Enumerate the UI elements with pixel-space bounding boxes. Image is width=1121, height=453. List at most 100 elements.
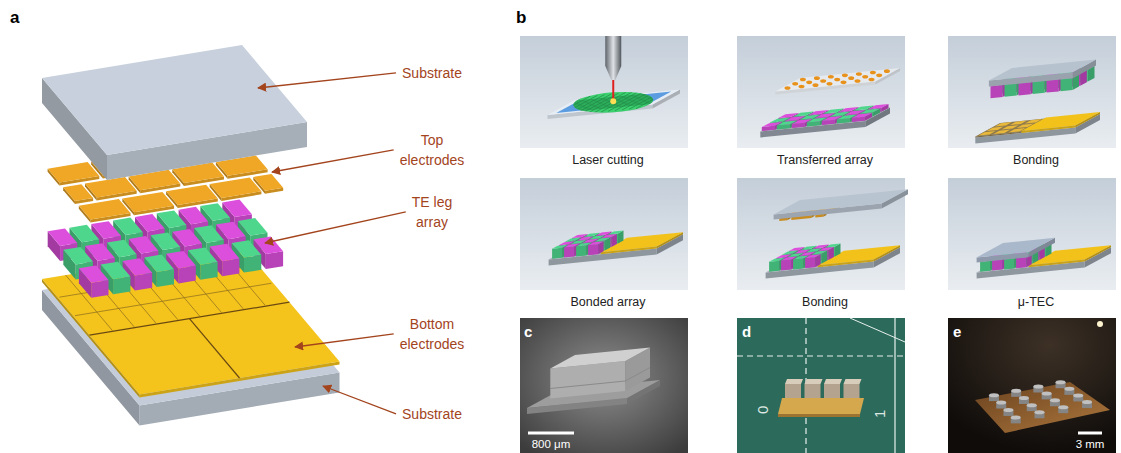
laser-beam bbox=[612, 80, 614, 101]
top-substrate bbox=[977, 238, 1055, 258]
pellet-top bbox=[1034, 410, 1044, 414]
te-leg-dot bbox=[848, 76, 854, 80]
te-leg bbox=[179, 266, 196, 284]
panel-letter: e bbox=[953, 321, 961, 343]
te-leg-dot bbox=[798, 85, 804, 89]
photo-background bbox=[948, 318, 1116, 453]
te-leg bbox=[588, 244, 598, 255]
step-panel: Transferred array bbox=[737, 36, 913, 171]
sem-device bbox=[550, 348, 650, 369]
mat-line bbox=[737, 355, 905, 356]
electrode-pad bbox=[993, 130, 1010, 134]
step-panel: Bonded array bbox=[520, 178, 696, 313]
leader-arrow bbox=[265, 212, 406, 243]
te-leg bbox=[608, 230, 624, 234]
electrode-pad bbox=[978, 131, 995, 135]
scale-bar bbox=[528, 432, 574, 435]
sem-layer-line bbox=[550, 381, 625, 389]
te-module bbox=[805, 384, 821, 398]
sem-background bbox=[520, 318, 688, 453]
leader-arrow bbox=[272, 150, 394, 172]
pellet-top bbox=[1056, 380, 1066, 384]
te-leg bbox=[1004, 258, 1014, 269]
laser-spot bbox=[610, 98, 616, 104]
te-leg bbox=[1033, 81, 1045, 94]
pellet-top bbox=[1058, 405, 1068, 409]
pellet-top bbox=[1033, 385, 1043, 389]
te-leg-dot bbox=[806, 81, 812, 85]
bottom-electrode bbox=[1021, 112, 1100, 131]
panel-letter: a bbox=[10, 6, 19, 31]
te-leg bbox=[601, 234, 617, 238]
electrode-pad bbox=[987, 127, 1004, 131]
te-module-top bbox=[785, 379, 803, 384]
leader-arrow bbox=[258, 73, 396, 88]
pellet-top bbox=[1027, 403, 1037, 407]
te-leg-dot bbox=[814, 76, 820, 80]
panel-letter: d bbox=[742, 321, 751, 343]
part-label: TE leg array bbox=[407, 192, 457, 233]
te-leg bbox=[595, 238, 611, 242]
light-spot bbox=[1097, 321, 1103, 327]
top-electrode bbox=[210, 178, 262, 198]
pellet-top bbox=[989, 393, 999, 397]
te-leg bbox=[1061, 78, 1073, 91]
te-leg bbox=[576, 245, 586, 256]
top-substrate bbox=[989, 60, 1096, 81]
ruler-number: 1 bbox=[869, 410, 891, 418]
te-leg bbox=[79, 265, 109, 282]
te-leg bbox=[781, 260, 791, 271]
leader-arrow bbox=[323, 386, 396, 414]
te-leg-dot bbox=[784, 86, 790, 90]
step-caption: Bonding bbox=[737, 295, 913, 311]
pellet-top bbox=[1011, 415, 1021, 419]
electrode-pad bbox=[1002, 125, 1019, 129]
te-leg bbox=[157, 269, 174, 287]
step-tile bbox=[737, 36, 905, 148]
transfer-plate bbox=[775, 68, 900, 92]
te-leg bbox=[992, 260, 1002, 271]
pellet-top bbox=[1082, 400, 1092, 404]
te-leg-dot bbox=[828, 75, 834, 79]
step-tile bbox=[948, 178, 1116, 290]
sem-layer-line bbox=[625, 368, 650, 382]
bottom-electrode bbox=[42, 246, 340, 395]
te-module bbox=[785, 384, 801, 398]
pellet-top bbox=[1019, 396, 1029, 400]
step-panel: μ-TEC bbox=[948, 178, 1121, 313]
top-electrode bbox=[122, 192, 174, 212]
scale-bar bbox=[1078, 432, 1102, 435]
pellet-top bbox=[1042, 391, 1052, 395]
te-leg bbox=[1016, 257, 1026, 268]
electrode-pad bbox=[1010, 121, 1027, 125]
te-leg bbox=[91, 280, 108, 298]
te-module-top bbox=[844, 379, 862, 384]
te-leg bbox=[805, 257, 815, 268]
te-leg-dot bbox=[884, 69, 890, 73]
cut-line bbox=[536, 98, 681, 113]
te-leg-dot bbox=[876, 74, 882, 78]
mat-line bbox=[850, 318, 905, 342]
step-panel: Bonding bbox=[737, 178, 913, 313]
pellet-top bbox=[1003, 408, 1013, 412]
te-leg-dot bbox=[856, 72, 862, 76]
te-leg-dot bbox=[820, 79, 826, 83]
step-caption: Transferred array bbox=[737, 153, 913, 169]
pellet-top bbox=[1050, 398, 1060, 402]
te-leg bbox=[222, 258, 239, 276]
laser-nozzle bbox=[605, 66, 621, 80]
te-leg-dot bbox=[840, 81, 846, 85]
te-leg bbox=[769, 261, 779, 272]
te-module bbox=[844, 384, 860, 398]
te-leg bbox=[860, 108, 880, 113]
te-leg bbox=[135, 273, 152, 291]
te-leg bbox=[113, 276, 130, 294]
step-tile bbox=[520, 36, 688, 148]
leader-lines bbox=[258, 73, 406, 414]
step-caption: Laser cutting bbox=[520, 153, 696, 169]
te-leg bbox=[1019, 82, 1031, 95]
te-leg-dot bbox=[854, 79, 860, 83]
bonded-array-picture bbox=[549, 230, 683, 265]
te-leg bbox=[266, 251, 283, 269]
